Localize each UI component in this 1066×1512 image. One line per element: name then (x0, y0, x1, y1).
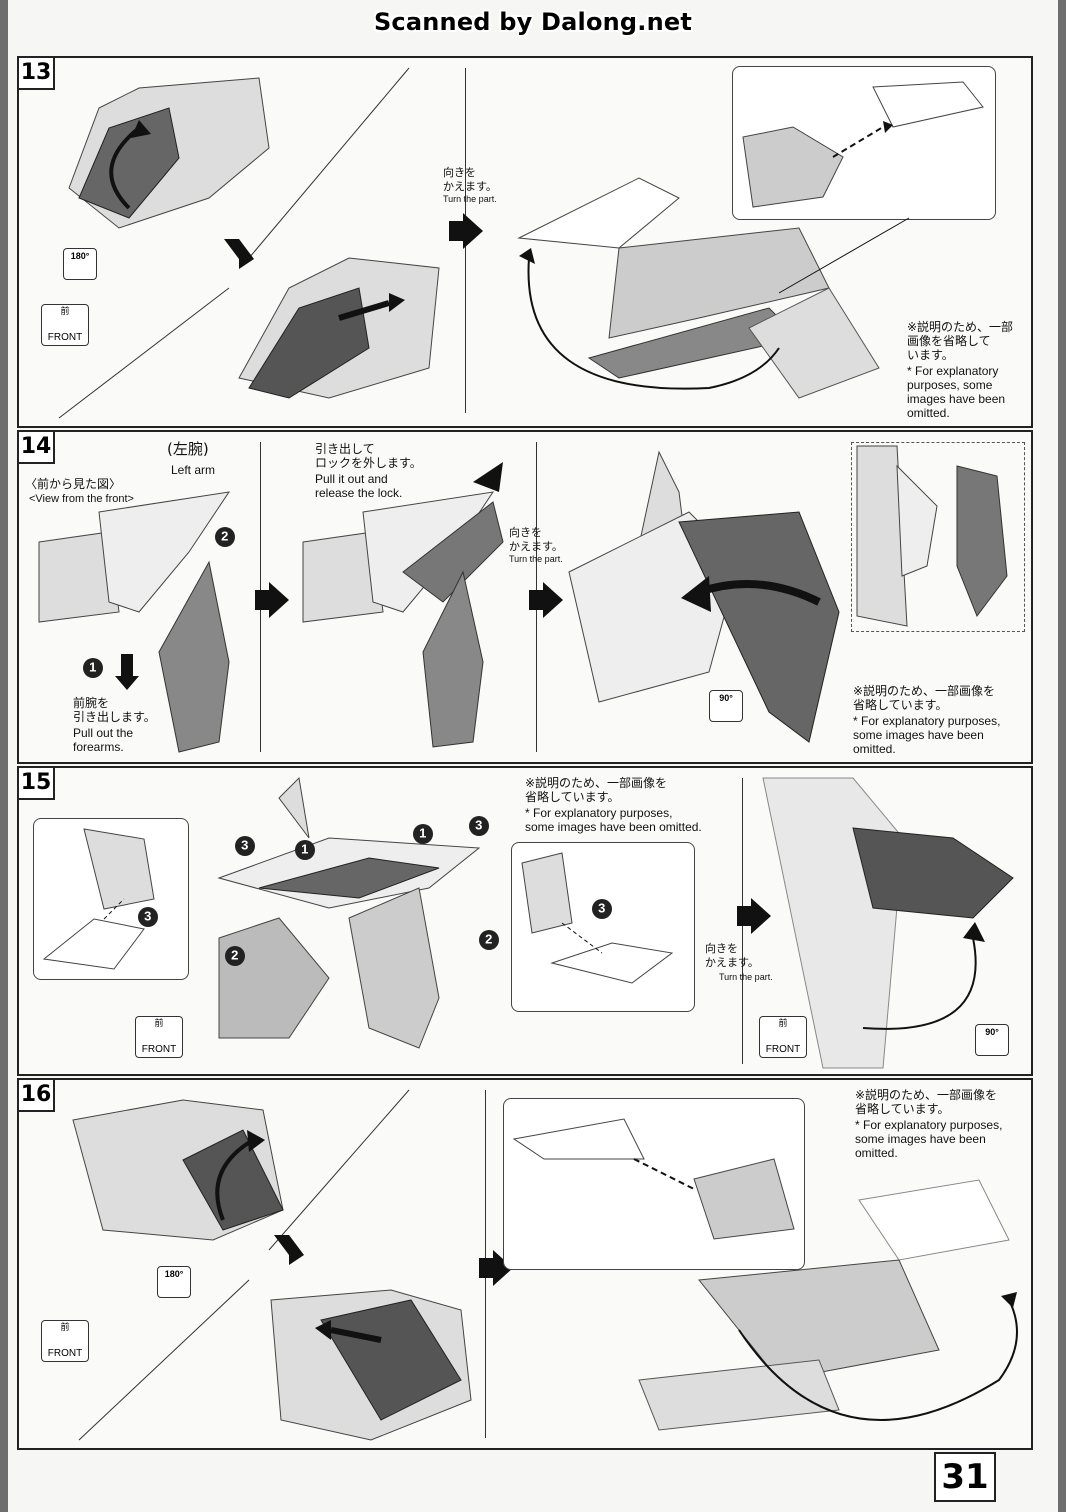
turn-part-en: Turn the part. (443, 194, 497, 204)
front-orientation-badge: 前 FRONT (135, 1016, 183, 1058)
turn-part-jp: 向きを かえます。 (443, 166, 497, 193)
part-illustration-inset (42, 828, 155, 970)
part-illustration-inset (512, 1118, 795, 1240)
turn-part-en: Turn the part. (509, 554, 563, 564)
step-number: 13 (19, 58, 55, 90)
callout-line (778, 217, 910, 294)
step-13-panel: 13 前 (17, 56, 1033, 428)
part-illustration-inset (742, 81, 984, 208)
part-illustration-wing-closed (238, 257, 440, 399)
arrow-icon (224, 239, 254, 269)
part-illustration-arm-front (38, 491, 231, 753)
detail-inset-dashed (851, 442, 1025, 632)
rotate-180-badge: 180° (63, 248, 97, 280)
pull-lock-instruction-en: Pull it out and release the lock. (315, 472, 403, 500)
omission-note-jp: ※説明のため、一部画像を 省略しています。 (853, 684, 996, 712)
arrow-icon (479, 1250, 513, 1286)
step-number: 14 (19, 432, 55, 464)
omission-note-en: * For explanatory purposes, some images … (907, 364, 1006, 420)
arrow-icon (529, 582, 563, 618)
part-illustration-leg-rotate (762, 777, 1014, 1069)
turn-part-en: Turn the part. (719, 972, 773, 982)
step-15-panel: 15 3 3 1 2 1 3 2 ※説明のため、一部画像を 省略しています。 *… (17, 766, 1033, 1076)
arrow-icon (255, 582, 289, 618)
rotate-90-badge: 90° (709, 690, 743, 722)
part-illustration-side-view (856, 445, 1008, 627)
arrow-icon (274, 1235, 304, 1265)
detail-inset (503, 1098, 805, 1270)
step-14-panel: 14 (左腕) Left arm 〈前から見た図〉 <View from the… (17, 430, 1033, 764)
rotate-90-badge: 90° (975, 1024, 1009, 1056)
omission-note-jp: ※説明のため、一部 画像を省略して います。 (907, 320, 1014, 362)
part-illustration-arm-rotate (568, 450, 840, 743)
omission-note-en: * For explanatory purposes, some images … (853, 714, 1001, 756)
diagonal-divider (78, 1089, 410, 1441)
part-illustration-wing-top (68, 77, 270, 229)
rotate-180-badge: 180° (157, 1266, 191, 1298)
omission-note-en: * For explanatory purposes, some images … (855, 1118, 1003, 1160)
forearm-instruction-jp: 前腕を 引き出します。 (73, 696, 156, 724)
forearm-instruction-en: Pull out the forearms. (73, 726, 134, 754)
step-16-panel: 16 前 FRONT 180° (17, 1078, 1033, 1450)
front-orientation-badge: 前 FRONT (759, 1016, 807, 1058)
arrow-icon (449, 213, 483, 249)
page-number: 31 (934, 1452, 996, 1502)
part-illustration-arm-unlock (302, 462, 504, 748)
arrow-icon (737, 898, 771, 934)
detail-inset (732, 66, 996, 220)
front-orientation-badge: 前 FRONT (41, 1320, 89, 1362)
omission-note-en: * For explanatory purposes, some images … (525, 806, 702, 834)
turn-part-jp: 向きを かえます。 (509, 526, 563, 553)
front-view-label-jp: 〈前から見た図〉 (25, 477, 122, 491)
part-illustration-assembly (517, 177, 880, 399)
front-orientation-badge: 前 FRONT (41, 304, 89, 346)
part-illustration-wing-top (72, 1099, 284, 1241)
omission-note-jp: ※説明のため、一部画像を 省略しています。 (855, 1088, 998, 1116)
omission-note-jp: ※説明のため、一部画像を 省略しています。 (525, 776, 668, 804)
diagonal-divider (58, 67, 410, 419)
scan-watermark: Scanned by Dalong.net (373, 8, 693, 36)
front-view-label-en: <View from the front> (29, 493, 134, 505)
pull-lock-instruction-jp: 引き出して ロックを外します。 (315, 442, 422, 470)
left-arm-label-jp: (左腕) (167, 440, 209, 458)
part-illustration-inset (521, 852, 674, 984)
part-illustration-assembly (638, 1179, 1018, 1431)
step-number: 15 (19, 768, 55, 800)
turn-part-jp: 向きを かえます。 (705, 942, 759, 969)
step-number: 16 (19, 1080, 55, 1112)
left-arm-label-en: Left arm (171, 463, 216, 477)
detail-inset: 3 (511, 842, 695, 1012)
part-illustration-wings-attach (217, 776, 481, 1049)
arrow-icon (115, 654, 139, 690)
detail-inset: 3 (33, 818, 189, 980)
part-illustration-wing-closed (270, 1289, 472, 1441)
